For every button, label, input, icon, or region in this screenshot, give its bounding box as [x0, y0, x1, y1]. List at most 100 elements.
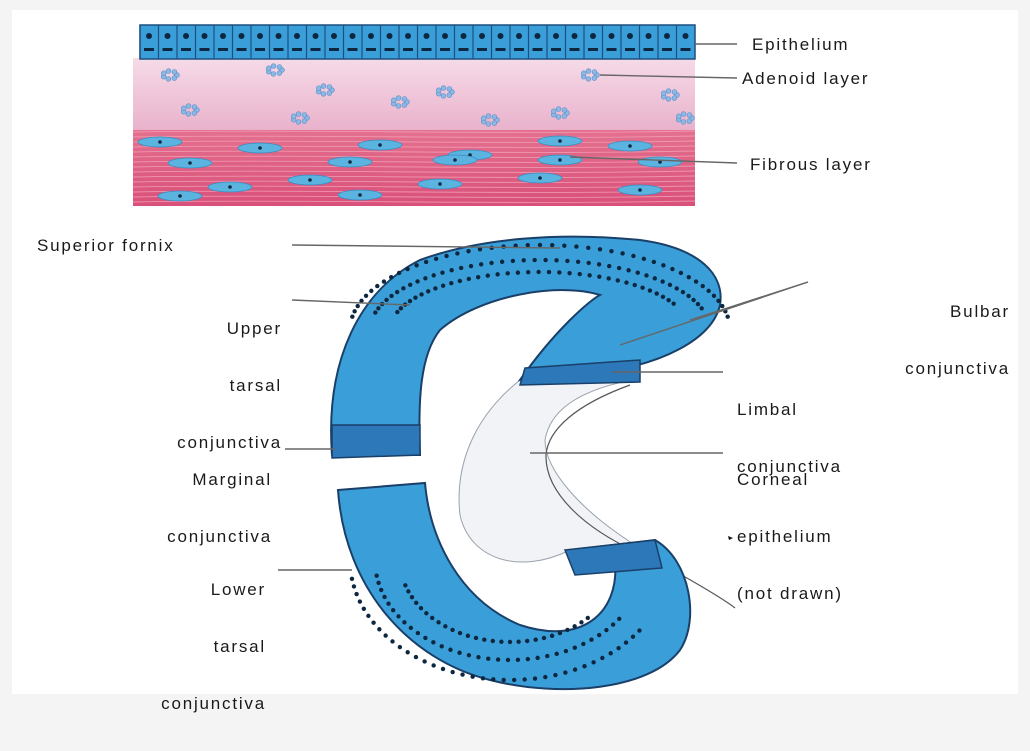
fold-nucleus [430, 616, 434, 620]
fold-nucleus [543, 675, 547, 679]
fibroblast-nucleus [438, 182, 442, 186]
fold-nucleus [626, 268, 630, 272]
fold-nucleus [396, 614, 400, 618]
fold-nucleus [624, 640, 628, 644]
fold-nucleus [423, 276, 427, 280]
cell-nucleus [535, 33, 541, 39]
fold-nucleus [458, 279, 462, 283]
cell-nucleus [331, 33, 337, 39]
lymphoid-cell [556, 107, 561, 112]
fold-nucleus [532, 258, 536, 262]
fibroblast-nucleus [378, 143, 382, 147]
fold-nucleus [408, 299, 412, 303]
fold-nucleus [716, 299, 720, 303]
dot-mark [728, 536, 733, 540]
fold-nucleus [545, 654, 549, 658]
lymphoid-cell [486, 121, 491, 126]
basal-nucleus [403, 48, 413, 51]
basal-nucleus [218, 48, 228, 51]
fold-nucleus [474, 636, 478, 640]
basal-nucleus [551, 48, 561, 51]
fold-nucleus [373, 310, 377, 314]
cell-nucleus [183, 33, 189, 39]
cell-nucleus [479, 33, 485, 39]
label-superior-fornix: Superior fornix [37, 236, 175, 255]
lymphoid-cell [581, 71, 586, 76]
fold-nucleus [687, 275, 691, 279]
fold-nucleus [586, 246, 590, 250]
cell-nucleus [405, 33, 411, 39]
fold-nucleus [419, 292, 423, 296]
fold-nucleus [416, 631, 420, 635]
fold-nucleus [637, 628, 641, 632]
fibroblast-nucleus [558, 139, 562, 143]
fold-nucleus [500, 260, 504, 264]
cell-nucleus [350, 33, 356, 39]
cell-nucleus [313, 33, 319, 39]
lymphoid-cell [396, 96, 401, 101]
lymphoid-cell [291, 114, 296, 119]
fold-nucleus [573, 646, 577, 650]
basal-nucleus [237, 48, 247, 51]
lymphoid-cell [192, 105, 197, 110]
fold-nucleus [395, 290, 399, 294]
fold-nucleus [409, 626, 413, 630]
fold-nucleus [512, 678, 516, 682]
basal-nucleus [181, 48, 191, 51]
fold-nucleus [543, 258, 547, 262]
fold-nucleus [725, 315, 729, 319]
lymphoid-cell [562, 114, 567, 119]
fold-nucleus [414, 263, 418, 267]
fold-nucleus [563, 670, 567, 674]
lymphoid-cell [327, 85, 332, 90]
cell-nucleus [627, 33, 633, 39]
fold-nucleus [644, 273, 648, 277]
fold-nucleus [352, 309, 356, 313]
fold-nucleus [449, 268, 453, 272]
lymphoid-cell [296, 112, 301, 117]
tissue-section [133, 25, 695, 206]
cell-nucleus [294, 33, 300, 39]
fold-nucleus [631, 254, 635, 258]
cell-nucleus [516, 33, 522, 39]
fold-nucleus [655, 291, 659, 295]
fold-nucleus [533, 638, 537, 642]
fold-nucleus [355, 304, 359, 308]
lymphoid-cell [486, 114, 491, 119]
fold-nucleus [469, 264, 473, 268]
fold-nucleus [413, 295, 417, 299]
fold-nucleus [431, 640, 435, 644]
fold-nucleus [448, 648, 452, 652]
fibroblast-nucleus [453, 158, 457, 162]
cell-nucleus [146, 33, 152, 39]
lymphoid-cell [492, 115, 497, 120]
fold-nucleus [579, 620, 583, 624]
fold-nucleus [440, 270, 444, 274]
fold-nucleus [375, 284, 379, 288]
basal-nucleus [477, 48, 487, 51]
fold-nucleus [433, 286, 437, 290]
basal-nucleus [329, 48, 339, 51]
fold-nucleus [481, 676, 485, 680]
fold-nucleus [352, 584, 356, 588]
lymphoid-cell [271, 64, 276, 69]
fold-nucleus [554, 258, 558, 262]
label-limbal-line1: Limbal [737, 400, 842, 419]
fold-nucleus [399, 306, 403, 310]
fold-nucleus [522, 677, 526, 681]
fold-nucleus [526, 270, 530, 274]
cell-nucleus [220, 33, 226, 39]
fold-nucleus [376, 306, 380, 310]
fold-nucleus [617, 266, 621, 270]
fold-nucleus [587, 273, 591, 277]
fold-nucleus [389, 275, 393, 279]
fold-nucleus [408, 283, 412, 287]
cell-nucleus [202, 33, 208, 39]
fold-nucleus [419, 606, 423, 610]
fold-nucleus [410, 595, 414, 599]
label-lower-tarsal-line2: tarsal [70, 637, 266, 656]
lymphoid-cell [277, 65, 282, 70]
lymphoid-cell [302, 119, 307, 124]
fold-nucleus [557, 270, 561, 274]
fold-nucleus [401, 286, 405, 290]
